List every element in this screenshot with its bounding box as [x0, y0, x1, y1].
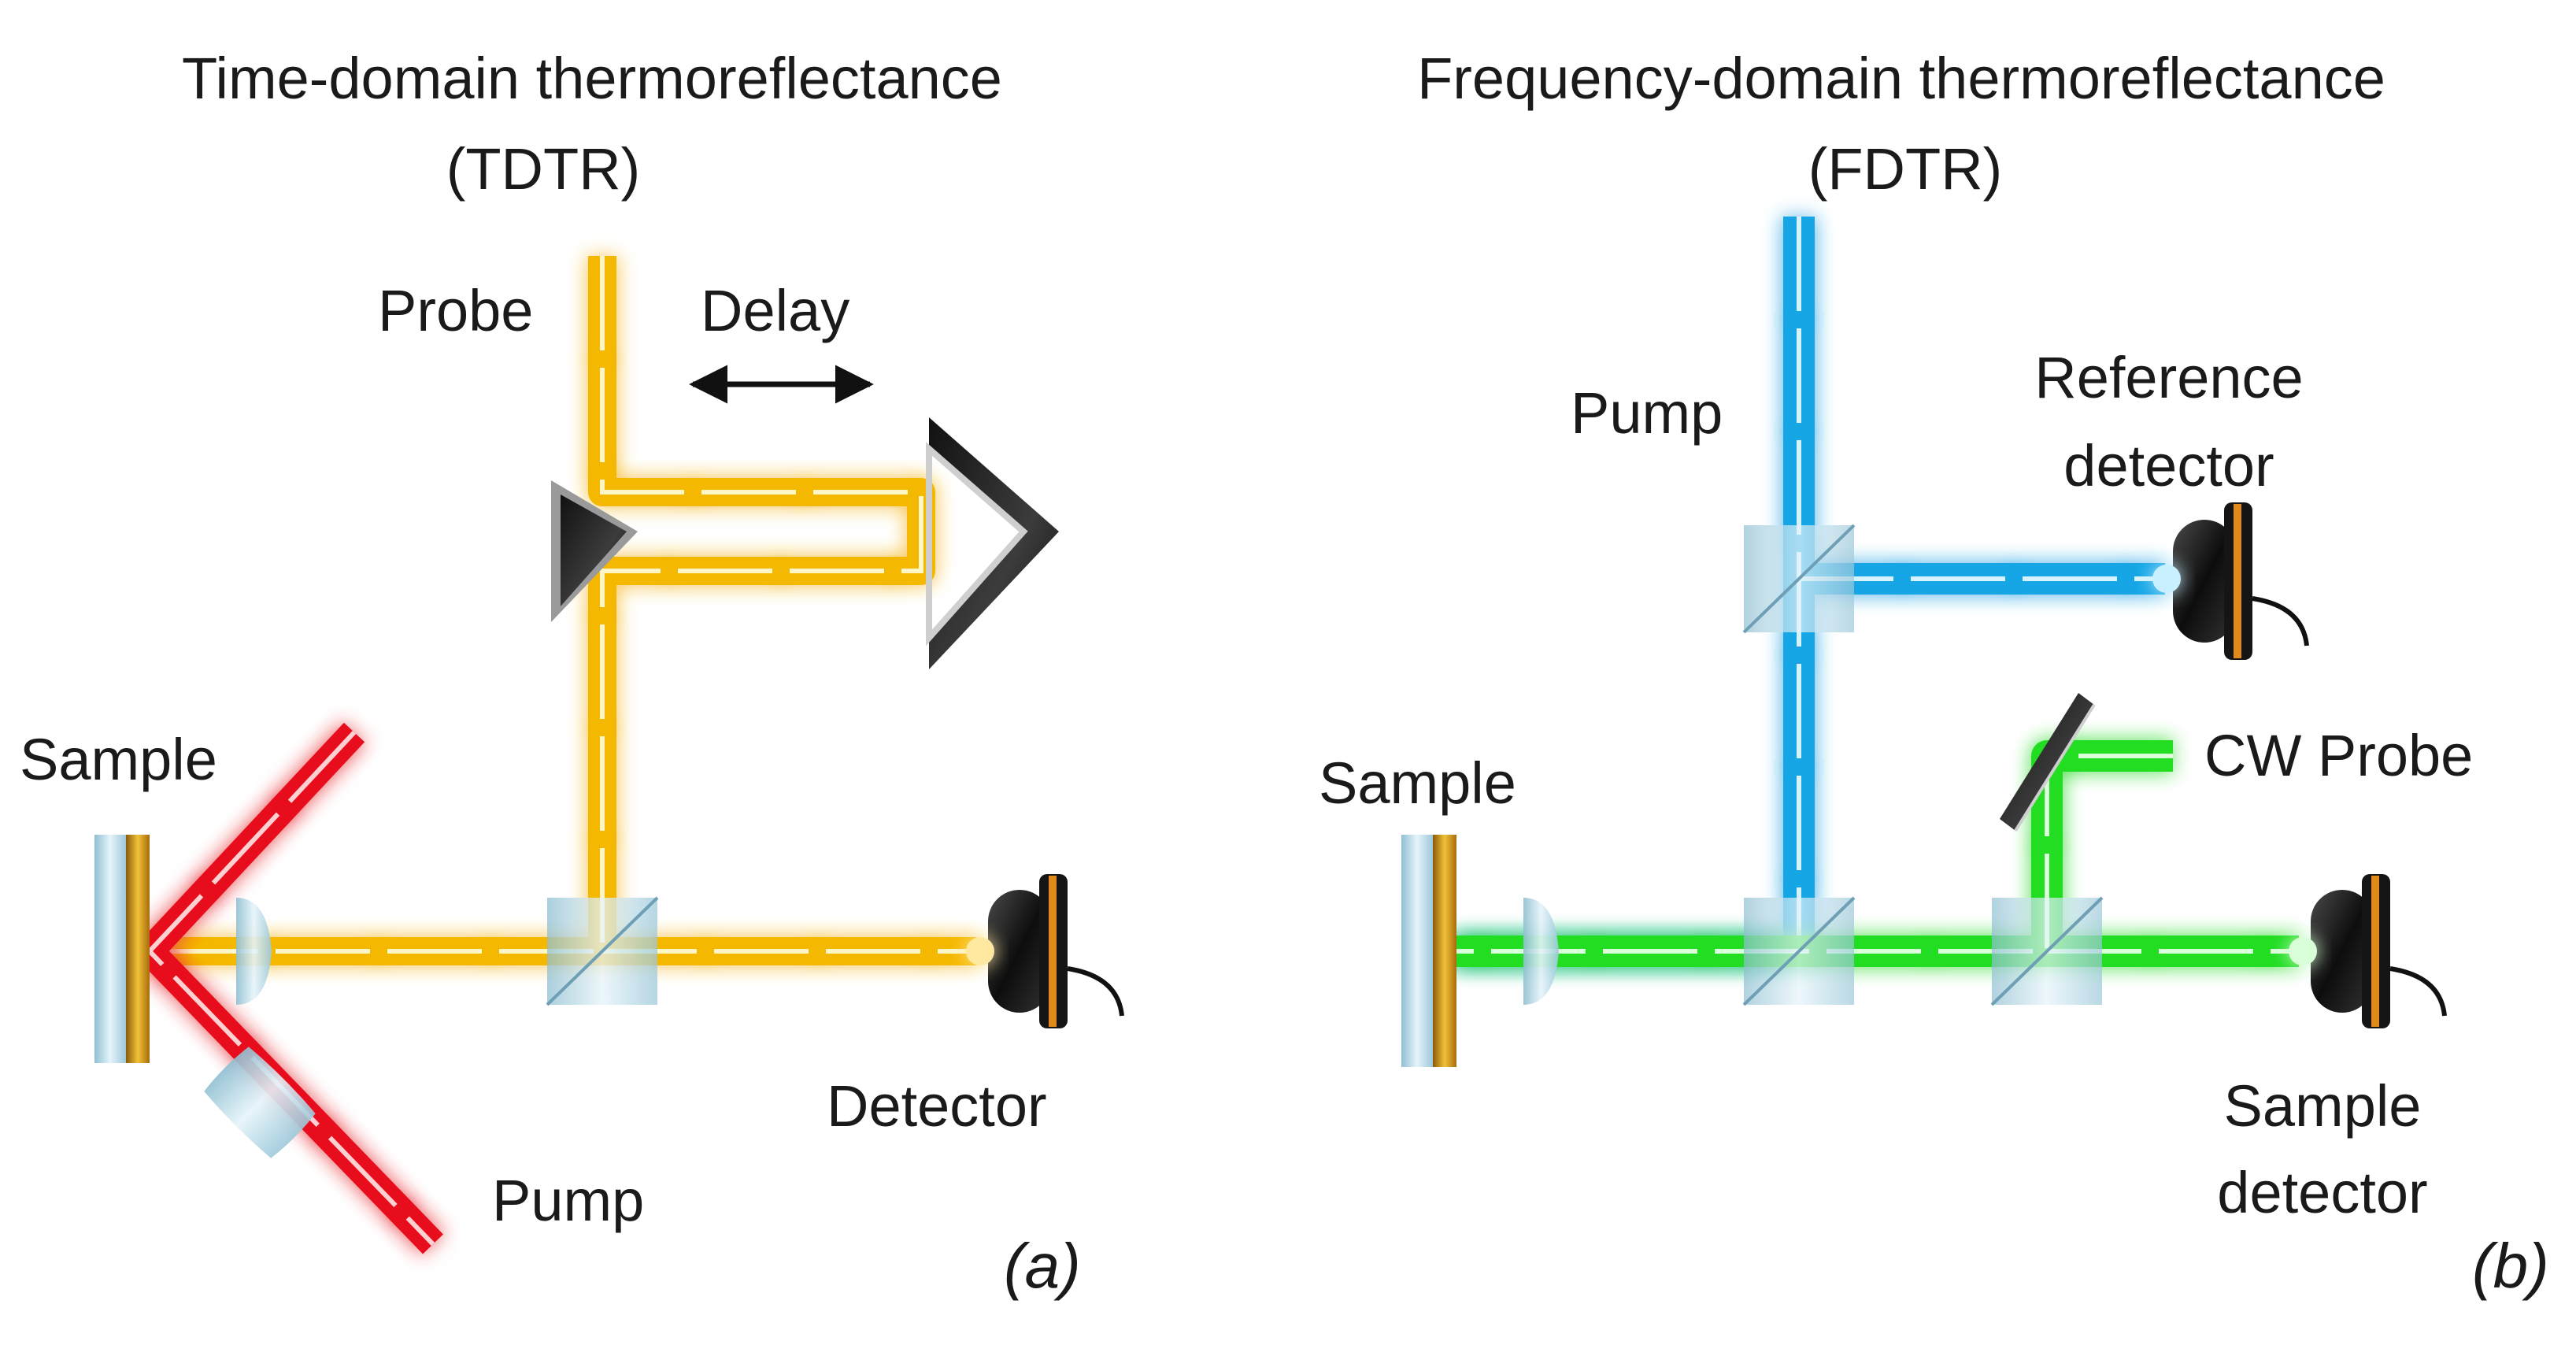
sample-detector-label-line2: detector — [2217, 1160, 2427, 1225]
left-prism-icon — [551, 480, 638, 622]
panel-b: Frequency-domain thermoreflectance (FDTR… — [1319, 46, 2549, 1301]
fdtr-lens-icon — [1523, 898, 1559, 1005]
reference-detector-icon — [2152, 502, 2309, 660]
tdtr-delay-label: Delay — [701, 278, 849, 343]
probe-beamsplitter-icon — [1990, 896, 2104, 1006]
fdtr-title-line1: Frequency-domain thermoreflectance — [1417, 46, 2385, 111]
tdtr-title-line2: (TDTR) — [446, 136, 641, 202]
tdtr-pump-beam — [135, 722, 443, 1254]
sample-detector-icon — [2289, 874, 2447, 1028]
tdtr-probe-label: Probe — [378, 278, 533, 343]
beamsplitter-icon — [546, 896, 659, 1006]
panel-b-tag: (b) — [2472, 1231, 2549, 1301]
fdtr-pump-label: Pump — [1571, 380, 1723, 446]
reference-detector-label-line1: Reference — [2034, 345, 2303, 410]
lens-icon — [236, 898, 272, 1005]
pump-lens-icon — [204, 1047, 316, 1158]
fdtr-title-line2: (FDTR) — [1808, 136, 2003, 202]
panel-a: Time-domain thermoreflectance (TDTR) Pro… — [20, 46, 1124, 1301]
detector-icon — [966, 874, 1124, 1028]
mirror-icon — [2000, 693, 2096, 832]
panel-a-tag: (a) — [1004, 1231, 1081, 1301]
tdtr-title-line1: Time-domain thermoreflectance — [182, 46, 1002, 111]
reference-beamsplitter-icon — [1742, 524, 1856, 634]
fdtr-probe-beam — [1453, 740, 2299, 967]
main-beamsplitter-icon — [1742, 896, 1856, 1006]
reference-detector-label-line2: detector — [2063, 433, 2274, 498]
tdtr-pump-label: Pump — [492, 1168, 644, 1233]
retroreflector-icon — [926, 417, 1059, 669]
sample-icon — [94, 835, 150, 1063]
fdtr-sample-label: Sample — [1319, 750, 1516, 816]
tdtr-sample-label: Sample — [20, 727, 217, 792]
sample-detector-label-line1: Sample — [2224, 1073, 2422, 1139]
cw-probe-label: CW Probe — [2204, 723, 2473, 788]
fdtr-sample-icon — [1401, 835, 1456, 1067]
tdtr-detector-label: Detector — [827, 1073, 1047, 1139]
